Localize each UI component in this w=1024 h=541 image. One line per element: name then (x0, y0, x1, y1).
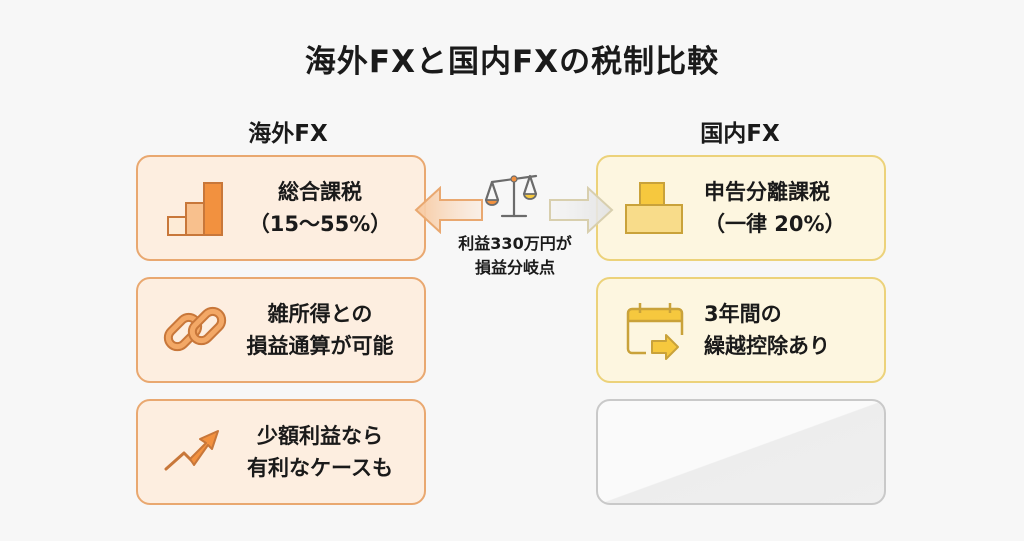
card-loss-carryforward: 3年間の 繰越控除あり (596, 277, 886, 383)
card-line: 申告分離課税 (704, 180, 830, 204)
break-even-line2: 損益分岐点 (474, 258, 555, 277)
card-comprehensive-taxation: 総合課税 （15〜55%） (136, 155, 426, 261)
card-line: 有利なケースも (247, 456, 393, 480)
trend-up-icon (164, 430, 219, 471)
page-title: 海外FXと国内FXの税制比較 (304, 44, 720, 80)
link-icon (163, 306, 227, 352)
card-line: 少額利益なら (257, 424, 383, 448)
arrow-left-icon (414, 186, 483, 234)
card-line: （15〜55%） (248, 212, 392, 236)
bar-chart-icon (167, 182, 223, 236)
calendar-carryover-icon (626, 303, 684, 360)
card-separate-taxation: 申告分離課税 （一律 20%） (596, 155, 886, 261)
flat-tier-icon (625, 182, 683, 234)
card-small-profit-advantage: 少額利益なら 有利なケースも (136, 399, 426, 505)
card-line: 雑所得との (267, 302, 373, 326)
break-even-note: 利益330万円が 損益分岐点 (430, 232, 600, 280)
card-line: 損益通算が可能 (246, 334, 394, 358)
balance-scale-icon (484, 174, 538, 218)
card-line: 総合課税 (278, 180, 362, 204)
column-heading-overseas: 海外FX (248, 121, 328, 147)
column-heading-domestic: 国内FX (700, 121, 780, 147)
break-even-line1: 利益330万円が (458, 234, 572, 253)
card-placeholder-empty (596, 399, 886, 505)
card-line: 3年間の (704, 302, 782, 326)
card-loss-offset: 雑所得との 損益通算が可能 (136, 277, 426, 383)
card-line: 繰越控除あり (704, 334, 830, 358)
card-line: （一律 20%） (704, 212, 846, 236)
arrow-right-icon (549, 186, 614, 234)
